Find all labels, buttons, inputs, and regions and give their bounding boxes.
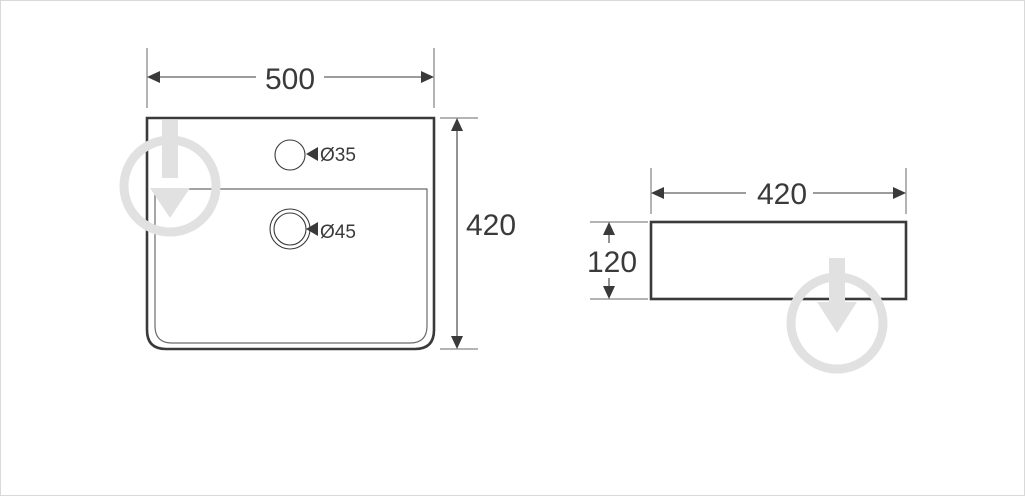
drain-hole-outer bbox=[269, 208, 311, 250]
tap-hole-arrow bbox=[306, 147, 318, 161]
basin-bowl bbox=[154, 188, 428, 344]
depth-arrow-right bbox=[893, 187, 906, 199]
width-label: 500 bbox=[265, 63, 315, 96]
height-arrow-top bbox=[451, 118, 463, 131]
height-arrow-bottom bbox=[451, 336, 463, 349]
drain-hole-inner bbox=[273, 212, 307, 246]
drain-hole-label: Ø45 bbox=[320, 222, 356, 243]
height-label: 420 bbox=[466, 209, 516, 242]
side-height-arrow-bottom bbox=[603, 286, 615, 299]
drop-arrow-icon bbox=[119, 120, 221, 237]
side-height-arrow-top bbox=[603, 222, 615, 235]
side-height-label: 120 bbox=[587, 246, 637, 279]
basin-outline bbox=[145, 116, 436, 351]
side-view: 420 120 bbox=[587, 168, 908, 301]
drain-hole-arrow bbox=[306, 222, 318, 236]
width-arrow-right bbox=[421, 71, 434, 83]
drop-arrow-icon bbox=[786, 258, 888, 374]
tap-hole bbox=[274, 139, 306, 171]
width-arrow-left bbox=[147, 71, 160, 83]
front-view: Ø35 Ø45 500 420 bbox=[145, 48, 516, 351]
depth-arrow-left bbox=[651, 187, 664, 199]
side-outline bbox=[649, 220, 908, 301]
tap-hole-label: Ø35 bbox=[320, 145, 356, 166]
depth-label: 420 bbox=[757, 178, 807, 211]
